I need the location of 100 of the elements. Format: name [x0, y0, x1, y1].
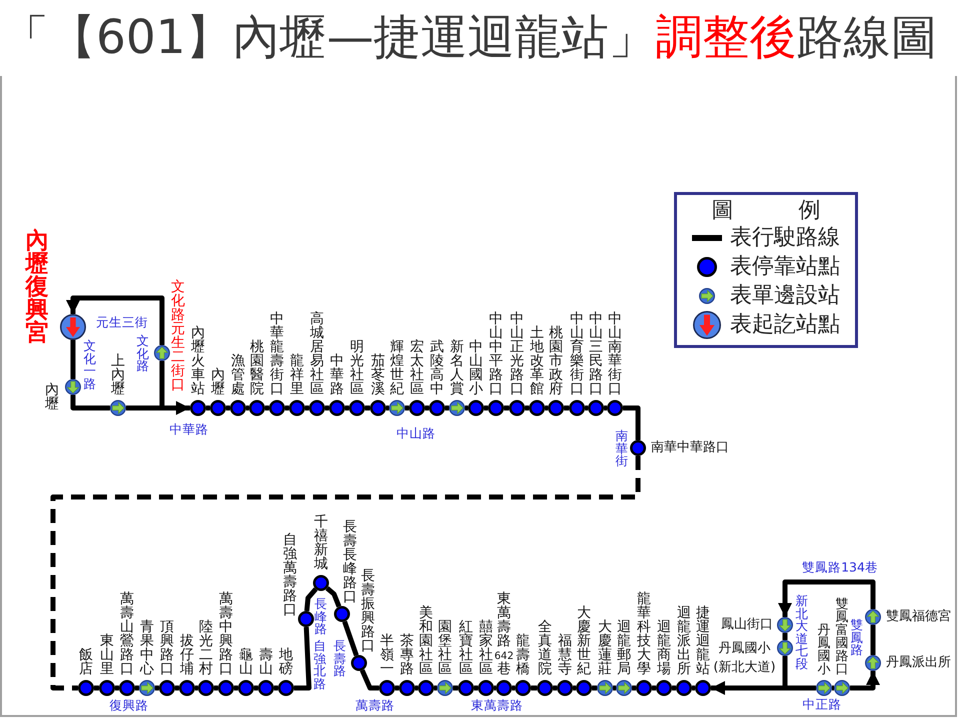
- street-name: 中山路: [396, 426, 436, 440]
- route-line: [395, 686, 399, 690]
- route-line: [342, 620, 359, 656]
- legend-text: 表單邊設站: [730, 283, 840, 309]
- stop-name: 中山中平路口: [489, 312, 503, 396]
- route-line: [425, 406, 429, 410]
- route-line: [305, 406, 309, 410]
- route-line: [434, 686, 437, 690]
- stop-name: 武陵高中: [430, 340, 444, 396]
- street-name: 新北大道七段: [796, 595, 808, 670]
- route-line: [652, 686, 656, 690]
- stop-name: 東萬壽路642巷: [494, 592, 514, 676]
- stop-name: 大慶蓮莊: [598, 620, 612, 676]
- street-name: 元生三街: [96, 314, 148, 330]
- route-line: [226, 406, 230, 410]
- route-line: [246, 406, 249, 410]
- stop-name: 地磅: [279, 648, 293, 676]
- route-line: [445, 406, 449, 410]
- route-line: [531, 686, 537, 690]
- route-line: [195, 686, 198, 690]
- stop-name: 迴龍郵局: [617, 620, 631, 676]
- route-line: [494, 686, 496, 690]
- street-name: 雙鳳路: [850, 619, 864, 656]
- route-line: [206, 406, 210, 410]
- route-line: [175, 686, 179, 690]
- street-name: 復興路: [110, 698, 148, 712]
- stop-name: 壽山: [259, 648, 273, 676]
- legend-text: 表停靠站點: [730, 254, 840, 280]
- route-line: [832, 686, 834, 690]
- street-name: 萬壽路: [356, 698, 394, 712]
- legend-text: 表起訖站點: [730, 312, 840, 338]
- route-line: [632, 686, 636, 690]
- stop-name: 雙鳳富國路口: [836, 598, 848, 676]
- route-arrow: [66, 296, 164, 345]
- route-line: [386, 406, 389, 410]
- street-name: 雙鳳路134巷: [802, 560, 878, 574]
- stop-name: 飯店: [79, 648, 93, 676]
- stop-name: 長壽振興路口: [361, 569, 375, 653]
- stop-name: 紅寶社區: [459, 620, 473, 676]
- stop-name: 龍華科技大學: [637, 592, 651, 676]
- stop-name: 丹鳳國小(新北大道): [713, 640, 776, 677]
- route-line: [465, 406, 468, 410]
- stop-name: 中山國小: [469, 340, 483, 396]
- stop-name: 全真道院: [538, 620, 552, 676]
- stop-name: 長壽長峰路口: [343, 520, 357, 604]
- stop-name: 半嶺一: [380, 634, 394, 676]
- stop-name: 上內壢: [111, 354, 125, 396]
- route-line: [294, 626, 312, 690]
- stop-name: 茶專路: [400, 634, 414, 676]
- stop-name: 拔仔埔: [180, 634, 194, 676]
- route-line: [70, 340, 76, 379]
- stop-name: 迴龍派出所: [677, 606, 691, 676]
- route-line: [325, 406, 329, 410]
- route-line: [345, 406, 349, 410]
- stop-name: 明光社區: [350, 340, 364, 396]
- title: 「【601】內壢—捷運迴龍站」調整後路線圖: [2, 9, 938, 67]
- route-line: [782, 633, 788, 640]
- route-line: [274, 686, 278, 690]
- stop-name: 文化路元生二街口: [171, 280, 185, 392]
- street-name: 中華路: [170, 422, 208, 436]
- stop-name: 東山里: [100, 634, 114, 676]
- route-line: [325, 586, 342, 608]
- route-line: [365, 406, 370, 410]
- route-line: [304, 587, 318, 612]
- stop-name: 桃園市政府: [549, 326, 563, 396]
- stop-name: 中山三民路口: [589, 312, 603, 396]
- route-line: [254, 686, 258, 690]
- stop-name: 頂興路口: [160, 620, 174, 676]
- stop-name: 內壢: [45, 383, 59, 411]
- route-line: [573, 686, 576, 690]
- stop-name: 新名人賞: [450, 340, 464, 396]
- stop-name: 萬壽山鶯路口: [120, 592, 134, 676]
- stop-name: 千禧新城: [314, 515, 328, 571]
- route-line: [553, 686, 557, 690]
- route-line: [623, 406, 640, 440]
- stop-name: 茄苳溪: [371, 354, 385, 396]
- route-line: [870, 625, 876, 655]
- route-line: [585, 406, 588, 410]
- route-line: [592, 686, 597, 690]
- street-name: 長峰路: [314, 598, 328, 636]
- route-line: [692, 686, 695, 690]
- street-name: 長壽路: [334, 640, 346, 678]
- stop-name: 鳳山街口: [721, 617, 773, 633]
- street-name: 自強北路: [314, 640, 326, 690]
- stop-name: 自強萬壽路口: [283, 533, 297, 617]
- stop-name: 中山正光路口: [510, 312, 524, 396]
- stop-name: 萬壽中興路口: [219, 592, 233, 676]
- stop-name: 美和園社區: [419, 606, 433, 676]
- street-name: 文化一路: [84, 340, 96, 390]
- stop-name: 陸光二村: [199, 620, 213, 676]
- route-line: [155, 686, 159, 690]
- route-arrow: [778, 580, 876, 617]
- route-arrow: [850, 671, 880, 690]
- route-line: [415, 686, 418, 690]
- route-line: [672, 686, 676, 690]
- stop-name: 雙鳳福德宮: [886, 609, 951, 625]
- stop-name: 內壢: [211, 368, 225, 396]
- route-line: [70, 395, 110, 410]
- stop-name: 龍祥里: [290, 354, 304, 396]
- route-line: [474, 686, 478, 690]
